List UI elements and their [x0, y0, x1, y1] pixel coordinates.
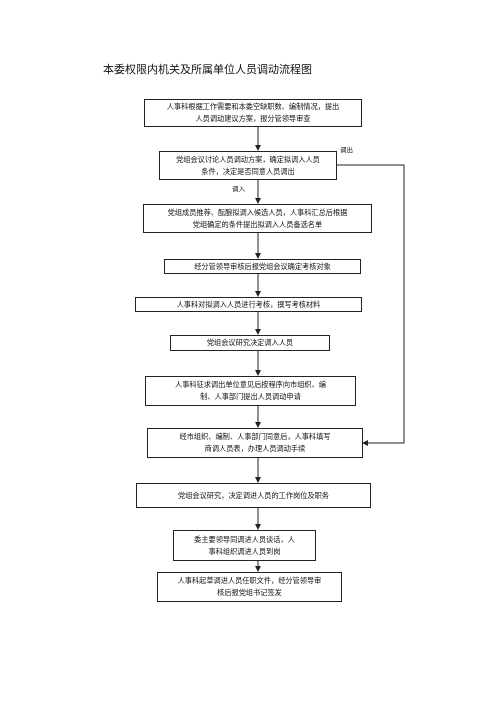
step-4-line1: 经分管领导审核后报党组会议确定考核对象: [194, 261, 331, 271]
step-2-line2: 条件，决定是否同意人员调出: [201, 166, 295, 176]
step-10-box: 委主要领导同调进人员谈话，人 事科组织调进人员到岗: [173, 530, 316, 561]
step-11-box: 人事科起草调进人员任职文件，经分管领导审 核后报党组书记签发: [157, 572, 342, 602]
transfer-out-label: 调出: [340, 146, 353, 154]
step-3-line2: 党组确定的条件提出拟调入人员备选名单: [192, 219, 323, 229]
step-5-box: 人事科对拟调入人员进行考核，撰写考核材料: [135, 297, 362, 312]
step-1-box: 人事科根据工作需要和本委空缺职数、编制情况，提出 人员调动建议方案，报分管领导审…: [144, 99, 362, 127]
step-9-line1: 党组会议研究，决定调进人员的工作岗位及职务: [178, 490, 329, 500]
step-9-box: 党组会议研究，决定调进人员的工作岗位及职务: [136, 483, 371, 508]
step-8-line1: 经市组织、编制、人事部门同意后，人事科填写: [179, 432, 331, 441]
step-10-line2: 事科组织调进人员到岗: [208, 546, 281, 556]
step-8-box: 经市组织、编制、人事部门同意后，人事科填写 商调人员表，办理人员调动手续: [147, 428, 363, 458]
step-7-line2: 制、人事部门提出人员调动申请: [200, 392, 301, 401]
step-4-box: 经分管领导审核后报党组会议确定考核对象: [164, 259, 361, 274]
step-1-line1: 人事科根据工作需要和本委空缺职数、编制情况，提出: [166, 102, 340, 111]
step-7-line1: 人事科征求调出单位意见后按程序向市组织、编: [175, 380, 326, 389]
page-title: 本委权限内机关及所属单位人员调动流程图: [103, 63, 312, 76]
step-3-box: 党组成员推荐、酝酿拟调入候选人员，人事科汇总后根据 党组确定的条件提出拟调入人员…: [143, 204, 372, 233]
step-1-line2: 人员调动建议方案，报分管领导审查: [195, 114, 311, 123]
transfer-out-path: [337, 164, 405, 446]
step-7-box: 人事科征求调出单位意见后按程序向市组织、编 制、人事部门提出人员调动申请: [145, 376, 356, 406]
step-5-line1: 人事科对拟调入人员进行考核，撰写考核材料: [176, 299, 321, 309]
step-8-line2: 商调人员表，办理人员调动手续: [204, 444, 306, 453]
step-6-box: 党组会议研究决定调入人员: [170, 335, 330, 351]
step-3-line1: 党组成员推荐、酝酿拟调入候选人员，人事科汇总后根据: [167, 207, 348, 217]
step-6-line1: 党组会议研究决定调入人员: [206, 338, 294, 347]
step-2-box: 党组会议讨论人员调动方案，确定拟调入人员 条件，决定是否同意人员调出: [159, 151, 337, 180]
step-11-line2: 核后报党组书记签发: [217, 588, 282, 597]
step-2-line1: 党组会议讨论人员调动方案，确定拟调入人员: [176, 154, 320, 164]
step-10-line1: 委主要领导同调进人员谈话，人: [194, 534, 295, 544]
transfer-in-label: 调入: [232, 185, 245, 193]
step-11-line1: 人事科起草调进人员任职文件，经分管领导审: [177, 576, 322, 585]
